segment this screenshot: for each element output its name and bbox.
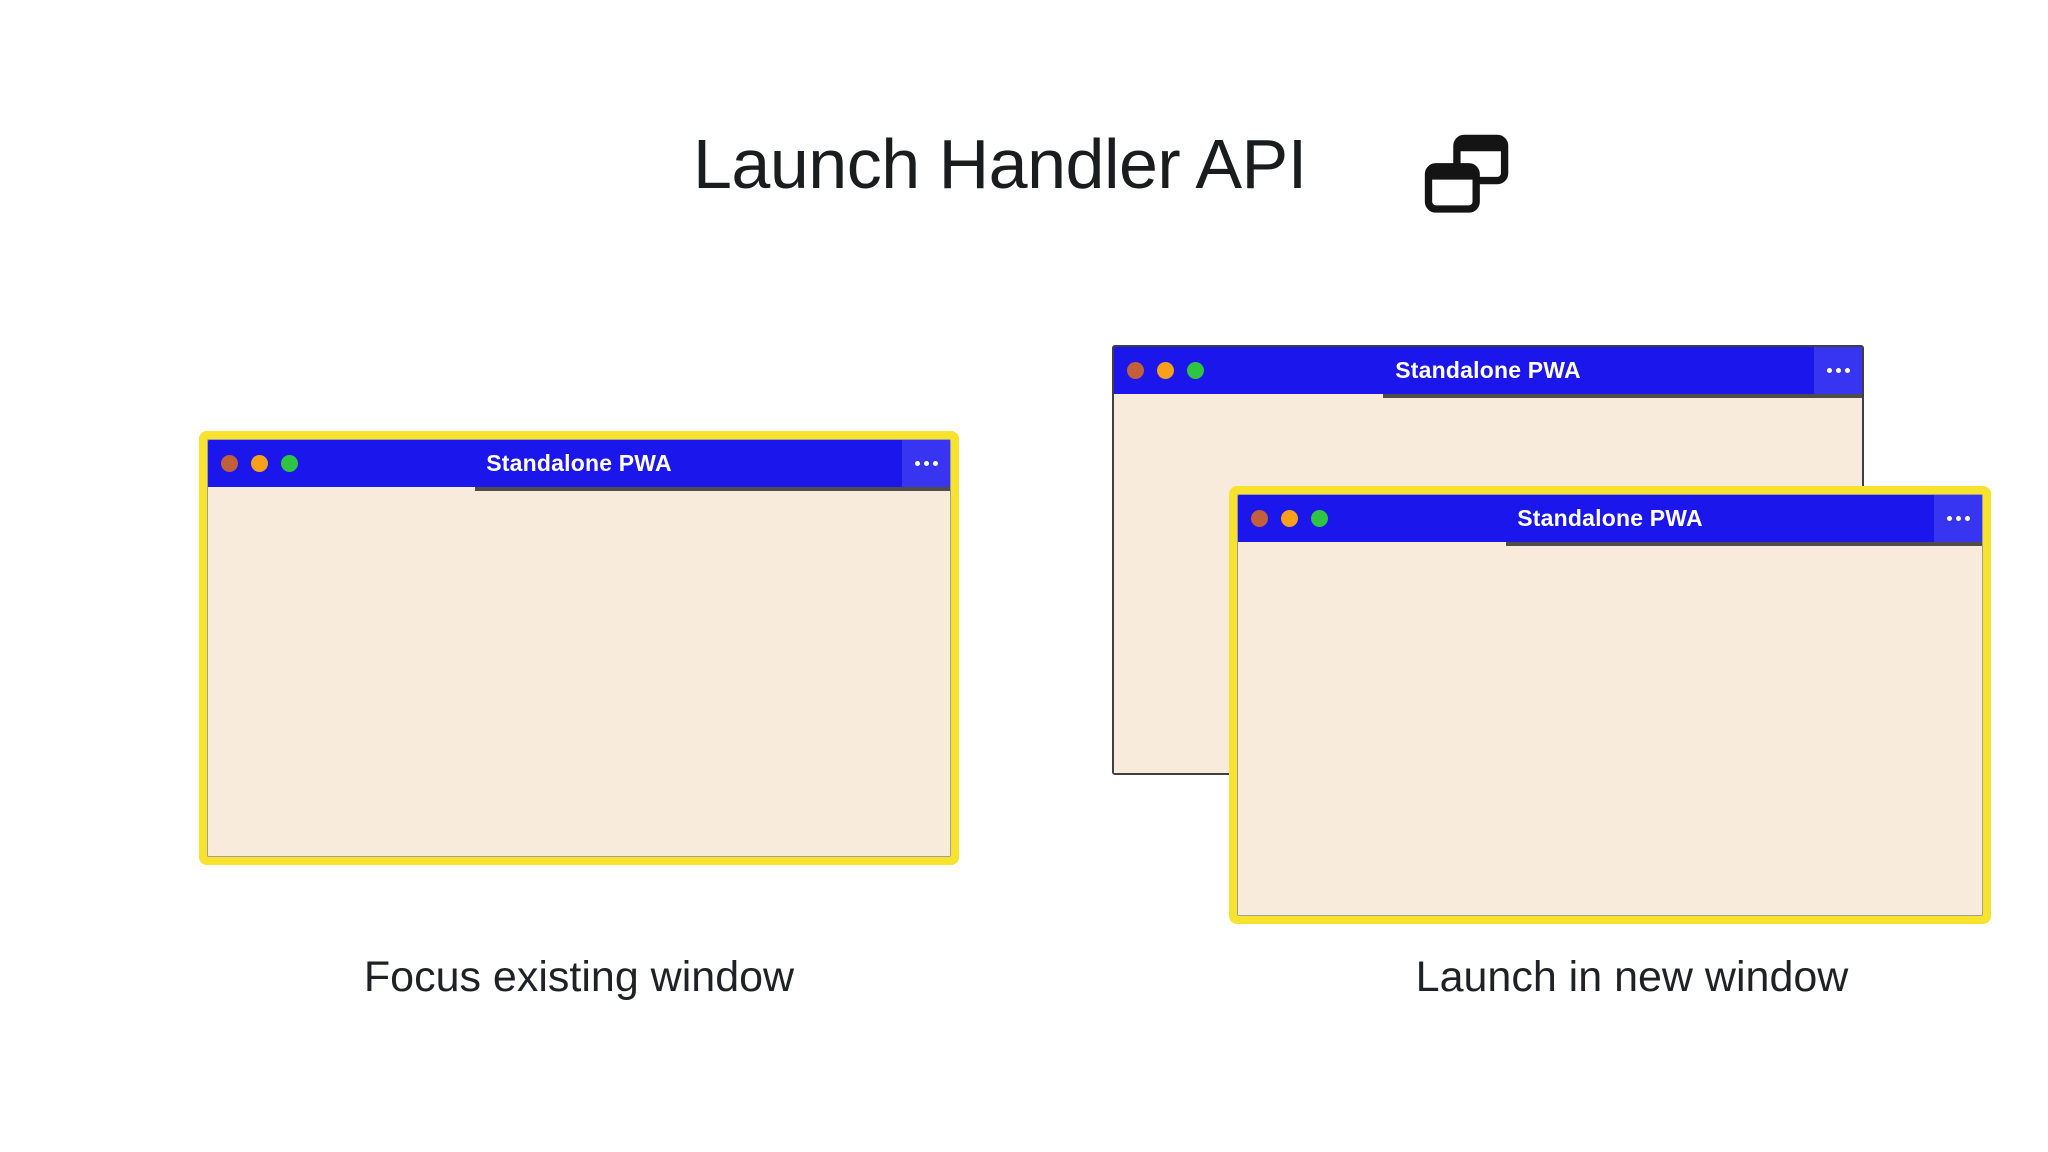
- traffic-lights: [221, 455, 298, 472]
- dot-icon: [1964, 516, 1970, 521]
- ellipsis-menu-icon: [902, 440, 950, 487]
- new-pwa-window: Standalone PWA: [1229, 486, 1991, 924]
- dot-icon: [1955, 516, 1961, 521]
- window-body: [1238, 542, 1982, 915]
- traffic-lights: [1127, 362, 1204, 379]
- dot-icon: [1844, 368, 1850, 373]
- minimize-traffic-light-icon: [1157, 362, 1174, 379]
- dot-icon: [923, 461, 929, 466]
- maximize-traffic-light-icon: [281, 455, 298, 472]
- window-frame: Standalone PWA: [207, 439, 951, 857]
- close-traffic-light-icon: [1127, 362, 1144, 379]
- close-traffic-light-icon: [221, 455, 238, 472]
- dot-icon: [1826, 368, 1832, 373]
- window-titlebar: Standalone PWA: [1238, 495, 1982, 546]
- focused-pwa-window: Standalone PWA: [199, 431, 959, 865]
- dot-icon: [1835, 368, 1841, 373]
- ellipsis-menu-icon: [1814, 347, 1862, 394]
- window-body: [208, 487, 950, 856]
- window-frame: Standalone PWA: [1237, 494, 1983, 916]
- maximize-traffic-light-icon: [1187, 362, 1204, 379]
- traffic-lights: [1251, 510, 1328, 527]
- overlapping-windows-icon: [1424, 134, 1509, 213]
- ellipsis-menu-icon: [1934, 495, 1982, 542]
- page-title: Launch Handler API: [693, 125, 1307, 203]
- minimize-traffic-light-icon: [251, 455, 268, 472]
- caption-launch-new: Launch in new window: [1415, 953, 1849, 1001]
- minimize-traffic-light-icon: [1281, 510, 1298, 527]
- window-title: Standalone PWA: [1395, 357, 1581, 383]
- dot-icon: [932, 461, 938, 466]
- close-traffic-light-icon: [1251, 510, 1268, 527]
- window-titlebar: Standalone PWA: [1114, 347, 1862, 398]
- maximize-traffic-light-icon: [1311, 510, 1328, 527]
- window-title: Standalone PWA: [1517, 505, 1703, 531]
- window-titlebar: Standalone PWA: [208, 440, 950, 491]
- window-title: Standalone PWA: [486, 450, 672, 476]
- dot-icon: [1946, 516, 1952, 521]
- dot-icon: [914, 461, 920, 466]
- caption-focus-existing: Focus existing window: [363, 953, 795, 1001]
